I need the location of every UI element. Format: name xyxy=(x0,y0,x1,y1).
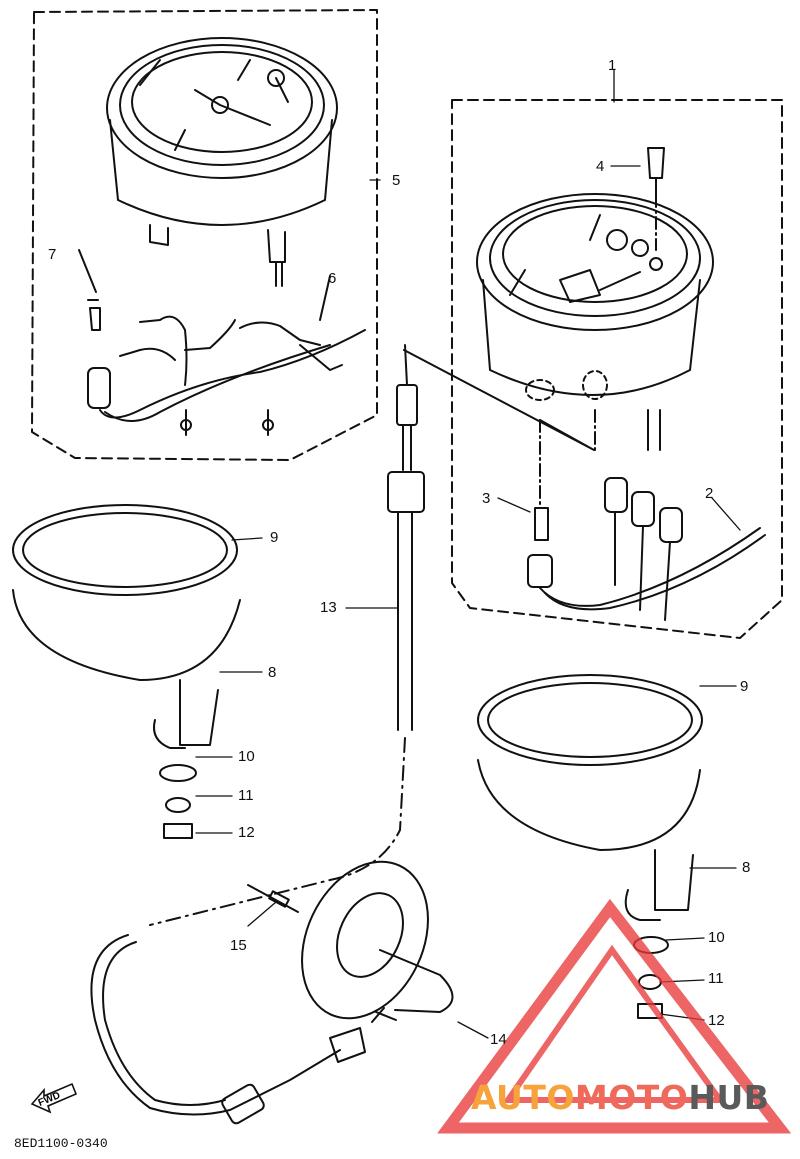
callout-5: 5 xyxy=(392,172,401,189)
callout-11-left: 11 xyxy=(238,787,254,804)
tachometer-gauge xyxy=(106,37,338,287)
callout-2: 2 xyxy=(705,485,714,502)
callout-14: 14 xyxy=(490,1031,507,1048)
callout-11-right: 11 xyxy=(708,970,724,987)
group-1-boundary xyxy=(451,99,783,639)
diagram-code: 8ED1100-0340 xyxy=(14,1136,108,1151)
callout-8-left: 8 xyxy=(268,664,277,681)
speedometer-gauge xyxy=(476,147,714,451)
callout-1: 1 xyxy=(608,57,617,74)
callout-3: 3 xyxy=(482,490,491,507)
callout-9-right: 9 xyxy=(740,678,749,695)
speedometer-cable xyxy=(90,344,425,1125)
brand-part-hub: HUB xyxy=(688,1078,770,1117)
callout-12-right: 12 xyxy=(708,1012,725,1029)
callout-10-left: 10 xyxy=(238,748,255,765)
brand-part-auto: AUTO xyxy=(471,1078,575,1117)
meter-bracket-left xyxy=(12,504,241,839)
leader-lines xyxy=(195,69,741,1039)
speedometer-gear-unit xyxy=(247,860,454,1063)
callout-9-left: 9 xyxy=(270,529,279,546)
callout-7: 7 xyxy=(48,246,57,263)
watermark-triangle xyxy=(437,898,792,1134)
callout-12-left: 12 xyxy=(238,824,255,841)
callout-4: 4 xyxy=(596,158,605,175)
watermark-brand: AUTOMOTOHUB xyxy=(471,1078,769,1117)
callout-13: 13 xyxy=(320,599,337,616)
meter-bracket-right xyxy=(477,674,703,1019)
brand-part-moto: MOTO xyxy=(574,1078,689,1117)
callout-6: 6 xyxy=(328,270,337,287)
wire-harness-6 xyxy=(78,249,366,436)
callout-15: 15 xyxy=(230,937,247,954)
group-5-boundary xyxy=(31,9,378,461)
forward-arrow-icon xyxy=(30,1082,78,1114)
callout-8-right: 8 xyxy=(742,859,751,876)
wire-harness-2 xyxy=(403,349,766,621)
callout-10-right: 10 xyxy=(708,929,725,946)
